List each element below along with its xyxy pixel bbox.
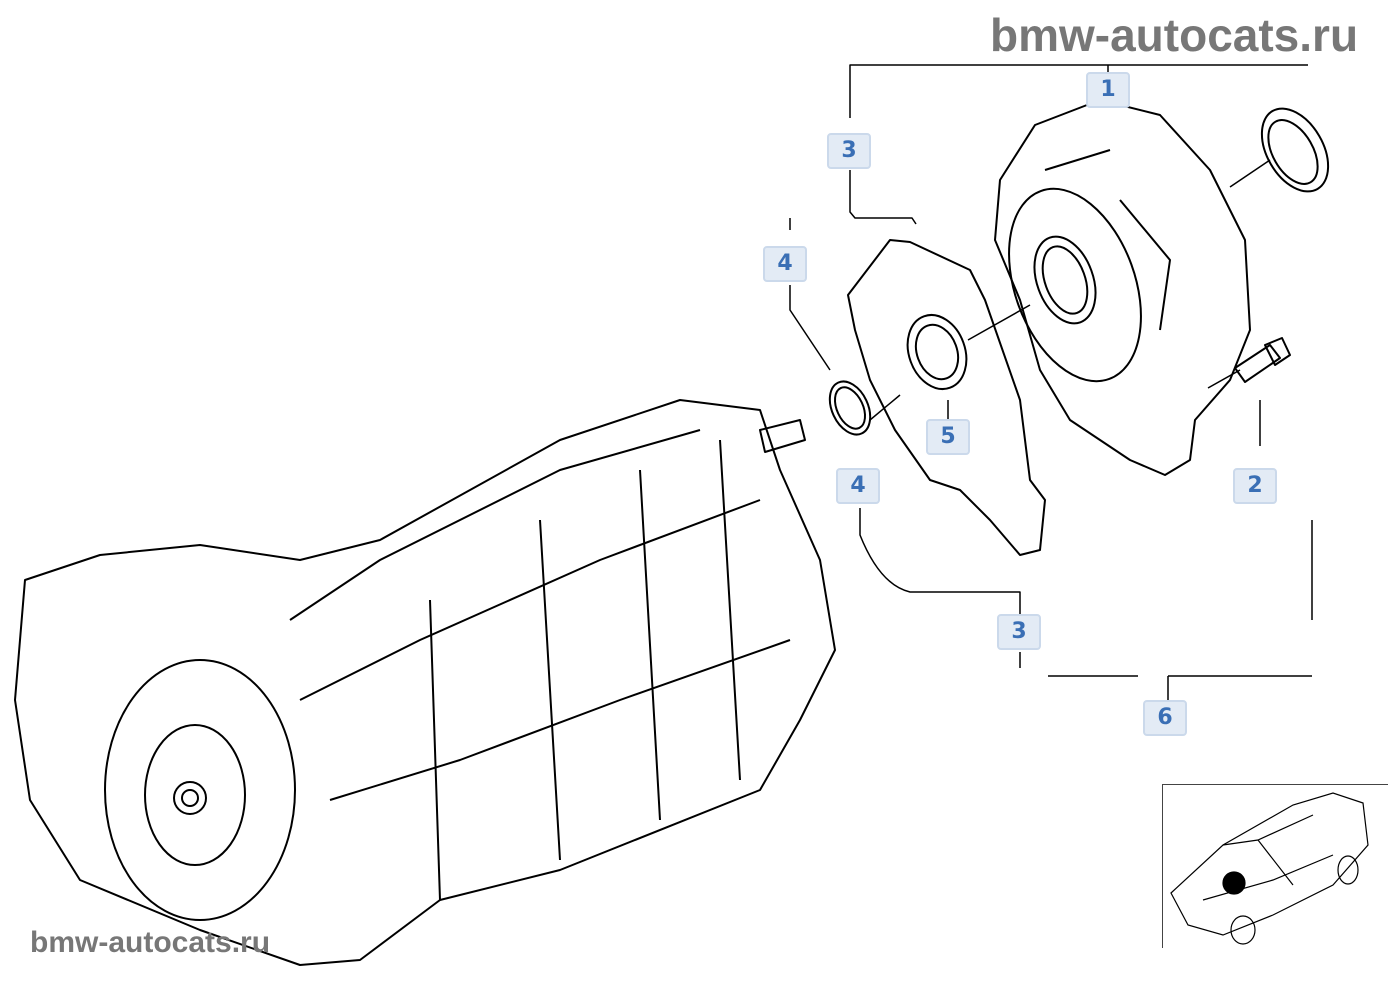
callout-3-top[interactable]: 3 [827, 133, 871, 169]
car-icon [1170, 792, 1369, 945]
callout-4-top[interactable]: 4 [763, 246, 807, 282]
o-ring [828, 380, 872, 436]
output-cover [994, 99, 1251, 476]
gasket [847, 239, 1046, 556]
callout-1[interactable]: 1 [1086, 72, 1130, 108]
callout-3-bottom[interactable]: 3 [997, 614, 1041, 650]
transmission [14, 399, 836, 966]
watermark-bottom: bmw-autocats.ru [30, 926, 271, 959]
callout-5[interactable]: 5 [926, 419, 970, 455]
bolt [1234, 337, 1291, 383]
callout-4-bottom[interactable]: 4 [836, 468, 880, 504]
leader-lines [789, 64, 1313, 700]
shaft-seal [1260, 107, 1330, 193]
callout-2[interactable]: 2 [1233, 468, 1277, 504]
watermark-top: bmw-autocats.ru [990, 9, 1359, 61]
callout-6[interactable]: 6 [1143, 700, 1187, 736]
vehicle-location-thumbnail [1162, 784, 1388, 948]
